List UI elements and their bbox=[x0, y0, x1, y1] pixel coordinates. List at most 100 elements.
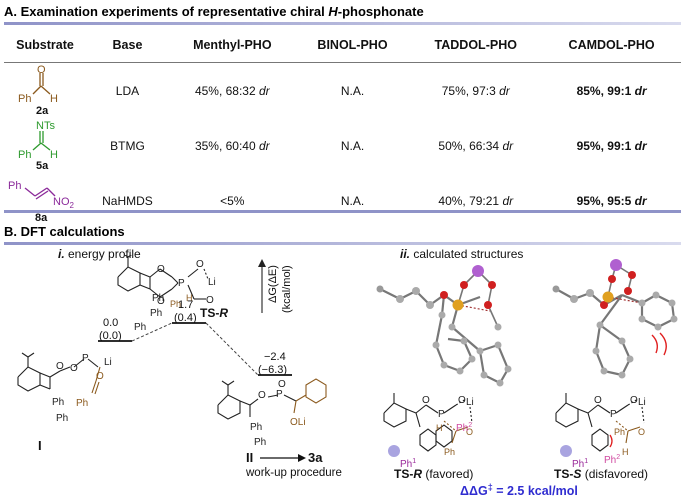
ts-r-2d bbox=[383, 393, 473, 452]
ts-r-caption: TS-R (favored) bbox=[394, 467, 474, 481]
atom-o: O bbox=[70, 363, 78, 374]
results-table: Substrate Base Menthyl-PHO BINOL-PHO TAD… bbox=[4, 28, 681, 228]
table-bottom-rule bbox=[4, 210, 681, 213]
ph2-label: Ph2 bbox=[456, 422, 472, 434]
cell-taddol: 50%, 66:34 dr bbox=[438, 138, 514, 153]
atom-oli: OLi bbox=[290, 417, 306, 428]
nitroalkene-structure: Ph NO2 8a bbox=[8, 180, 75, 224]
label-ii: II bbox=[246, 450, 253, 465]
ts-s-caption: TS-S (disfavored) bbox=[554, 467, 649, 481]
cell-taddol: 75%, 97:3 dr bbox=[441, 83, 510, 98]
atom-o: O bbox=[466, 427, 473, 437]
atom-ph: Ph bbox=[444, 447, 455, 457]
imine-structure: NTs Ph H 5a bbox=[18, 120, 58, 172]
atom-li: Li bbox=[208, 277, 216, 288]
atom-o: O bbox=[196, 259, 204, 270]
level-i-value: 0.0 bbox=[103, 317, 118, 329]
atom-o: O bbox=[56, 361, 64, 372]
energy-profile-diagram: O O P O Li O Ph Ph Ph Ph H TS-R ΔG(ΔE) (… bbox=[17, 255, 342, 479]
atom-o: O bbox=[157, 264, 165, 275]
table-row: Ph NO2 8a NaHMDS <5% N.A. 40%, 79:21 dr … bbox=[4, 173, 681, 228]
ddg-value: ΔΔG‡ = 2.5 kcal/mol bbox=[460, 482, 578, 499]
table-row: O Ph H 2a LDA 45%, 68:32 dr N.A. 75%, 97… bbox=[4, 63, 681, 119]
cell-menthyl: 45%, 68:32 dr bbox=[194, 83, 270, 98]
ts-s-3d-model bbox=[552, 259, 678, 379]
table-header-row: Substrate Base Menthyl-PHO BINOL-PHO TAD… bbox=[4, 28, 681, 63]
energy-levels bbox=[98, 322, 292, 376]
axis-label: ΔG(ΔE) bbox=[267, 265, 279, 303]
atom-o: O bbox=[157, 296, 165, 307]
atom-nts: NTs bbox=[36, 120, 55, 132]
cell-taddol: 40%, 79:21 dr bbox=[438, 193, 514, 208]
atom-ph: Ph bbox=[134, 322, 146, 333]
atom-p: P bbox=[82, 353, 89, 364]
col-menthyl: Menthyl-PHO bbox=[168, 28, 296, 63]
atom-ph: Ph bbox=[18, 149, 31, 161]
atom-h: H bbox=[186, 293, 193, 303]
ph2-label: Ph2 bbox=[604, 454, 620, 466]
atom-ph: Ph bbox=[254, 437, 266, 448]
atom-ph: Ph bbox=[8, 180, 21, 192]
atom-ph: Ph bbox=[76, 398, 88, 409]
cell-binol: N.A. bbox=[340, 138, 365, 153]
ts-r-label: TS-R bbox=[200, 306, 228, 320]
substrate-label: 8a bbox=[35, 212, 48, 224]
atom-ph: Ph bbox=[614, 427, 625, 437]
ts-s-sphere bbox=[560, 445, 572, 457]
substrate-label: 5a bbox=[36, 160, 49, 169]
ts-r-molecule bbox=[117, 255, 209, 300]
atom-o: O bbox=[206, 295, 214, 306]
atom-p: P bbox=[276, 389, 283, 400]
atom-p: P bbox=[438, 409, 445, 420]
atom-li: Li bbox=[466, 397, 474, 408]
ph1-label: Ph1 bbox=[572, 458, 588, 470]
structures-title: ii. calculated structures bbox=[400, 247, 524, 261]
col-binol: BINOL-PHO bbox=[295, 28, 410, 63]
substrate-nitroalkene: Ph NO2 8a bbox=[4, 173, 86, 228]
atom-o: O bbox=[278, 379, 286, 390]
section-a-header: A. Examination experiments of representa… bbox=[4, 2, 681, 25]
cell-base: LDA bbox=[115, 83, 140, 98]
atom-no2: NO2 bbox=[53, 196, 75, 210]
energy-axis: ΔG(ΔE) (kcal/mol) bbox=[258, 259, 293, 313]
substrate-imine: NTs Ph H 5a bbox=[4, 118, 86, 173]
level-ii-value-e: (−6.3) bbox=[258, 364, 287, 376]
col-taddol: TADDOL-PHO bbox=[409, 28, 543, 63]
section-a-title: A. Examination experiments of representa… bbox=[4, 4, 424, 19]
cell-menthyl: 35%, 60:40 dr bbox=[194, 138, 270, 153]
level-ii-value: −2.4 bbox=[264, 351, 286, 363]
cell-base: BTMG bbox=[110, 138, 145, 153]
atom-li: Li bbox=[638, 397, 646, 408]
atom-o: O bbox=[96, 371, 104, 382]
calculated-structures: O P O Li H O Ph Ph1 Ph2 O P O Li Ph O H … bbox=[376, 259, 678, 470]
ts-s-2d bbox=[555, 393, 645, 452]
workup-label: work-up procedure bbox=[245, 467, 342, 479]
atom-o: O bbox=[638, 427, 645, 437]
atom-ph: Ph bbox=[56, 413, 68, 424]
atom-o: O bbox=[594, 395, 602, 406]
atom-ph: Ph bbox=[170, 299, 181, 309]
atom-o: O bbox=[422, 395, 430, 406]
substrate-label: 2a bbox=[36, 105, 49, 114]
level-i-value-e: (0.0) bbox=[99, 330, 122, 342]
cell-binol: N.A. bbox=[340, 83, 365, 98]
col-substrate: Substrate bbox=[4, 28, 86, 63]
label-i: I bbox=[38, 438, 42, 453]
ts-r-sphere bbox=[388, 445, 400, 457]
table-row: NTs Ph H 5a BTMG 35%, 60:40 dr N.A. 50%,… bbox=[4, 118, 681, 173]
energy-profile-title: i. energy profile bbox=[58, 247, 141, 261]
col-base: Base bbox=[86, 28, 169, 63]
cell-base: NaHMDS bbox=[102, 193, 153, 208]
atom-ph: Ph bbox=[250, 422, 262, 433]
axis-unit: (kcal/mol) bbox=[281, 265, 293, 313]
atom-h: H bbox=[50, 93, 58, 105]
atom-p: P bbox=[610, 409, 617, 420]
ph1-label: Ph1 bbox=[400, 458, 416, 470]
atom-ph: Ph bbox=[52, 397, 64, 408]
substrate-aldehyde: O Ph H 2a bbox=[4, 63, 86, 119]
aldehyde-structure: O Ph H 2a bbox=[18, 64, 58, 117]
col-camdol: CAMDOL-PHO bbox=[542, 28, 681, 63]
atom-o: O bbox=[37, 64, 46, 76]
atom-li: Li bbox=[104, 357, 112, 368]
atom-p: P bbox=[178, 278, 185, 289]
